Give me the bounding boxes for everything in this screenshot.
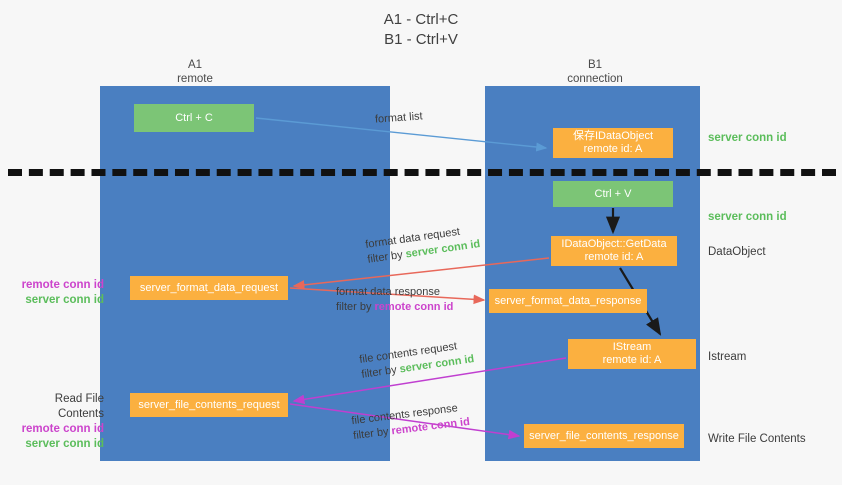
filter-prefix: filter by [352,425,393,443]
label-istream: Istream [708,351,747,363]
label-dataobject: DataObject [708,246,766,258]
phase-divider [8,169,836,176]
label-remote-conn-id: remote conn id [21,423,104,435]
flow-caption-format-data-response: format data response filter by remote co… [336,285,453,315]
node-server-file-contents-request[interactable]: server_file_contents_request [130,393,288,417]
lane-b1-name: B1 [587,59,603,71]
node-ctrl-v[interactable]: Ctrl + V [553,181,673,207]
title-line-2: B1 - Ctrl+V [384,31,458,48]
filter-prefix: filter by [360,363,401,381]
label-write-file-contents: Write File Contents [708,433,806,445]
node-server-format-data-response-label: server_format_data_response [494,294,642,307]
label-remote-conn-id: remote conn id [21,279,104,291]
filter-prefix: filter by [336,301,375,313]
node-server-format-data-response[interactable]: server_format_data_response [489,289,647,313]
lane-header-b1: B1 connection [515,58,675,86]
node-server-file-contents-response[interactable]: server_file_contents_response [524,424,684,448]
node-server-format-data-request[interactable]: server_format_data_request [130,276,288,300]
node-ctrl-v-label: Ctrl + V [594,187,632,200]
node-server-file-contents-request-label: server_file_contents_request [138,398,280,411]
node-save-idataobject[interactable]: 保存IDataObject remote id: A [553,128,673,158]
node-idataobject-getdata[interactable]: IDataObject::GetData remote id: A [551,236,677,266]
node-ctrl-c-label: Ctrl + C [175,111,213,124]
label-server-conn-id-mid: server conn id [708,211,787,223]
flow-caption-format-list: format list [375,109,424,127]
label-server-conn-id: server conn id [25,294,104,306]
lane-header-a1: A1 remote [115,58,275,86]
flow-filter-format-data-response: filter by remote conn id [336,300,453,315]
node-ctrl-c[interactable]: Ctrl + C [134,104,254,132]
node-istream[interactable]: IStream remote id: A [568,339,696,369]
node-getdata-sublabel: remote id: A [584,251,644,263]
node-istream-label: IStream [612,341,652,353]
lane-b1-role: connection [567,73,623,85]
node-save-idataobject-sublabel: remote id: A [583,143,643,155]
node-server-format-data-request-label: server_format_data_request [139,281,279,294]
lane-a1-name: A1 [187,59,203,71]
node-server-file-contents-response-label: server_file_contents_response [529,429,679,442]
lane-a1-role: remote [177,73,213,85]
label-group-conn-ids-upper: remote conn id server conn id [8,278,104,308]
node-save-idataobject-label: 保存IDataObject [572,130,654,142]
title-line-1: A1 - Ctrl+C [383,11,459,28]
page-title: A1 - Ctrl+C B1 - Ctrl+V [0,10,842,50]
label-server-conn-id-top: server conn id [708,132,787,144]
flow-caption-format-list-text: format list [374,110,424,126]
flow-caption-format-data-response-text: format data response [336,286,440,298]
node-getdata-label: IDataObject::GetData [561,238,667,250]
label-read-file-contents: Read File Contents [54,393,104,420]
filter-prefix: filter by [366,248,407,266]
node-istream-sublabel: remote id: A [602,354,662,366]
filter-token-remote-conn-id: remote conn id [374,301,454,313]
label-server-conn-id: server conn id [25,438,104,450]
label-group-read-file-contents: Read File Contents remote conn id server… [8,392,104,452]
